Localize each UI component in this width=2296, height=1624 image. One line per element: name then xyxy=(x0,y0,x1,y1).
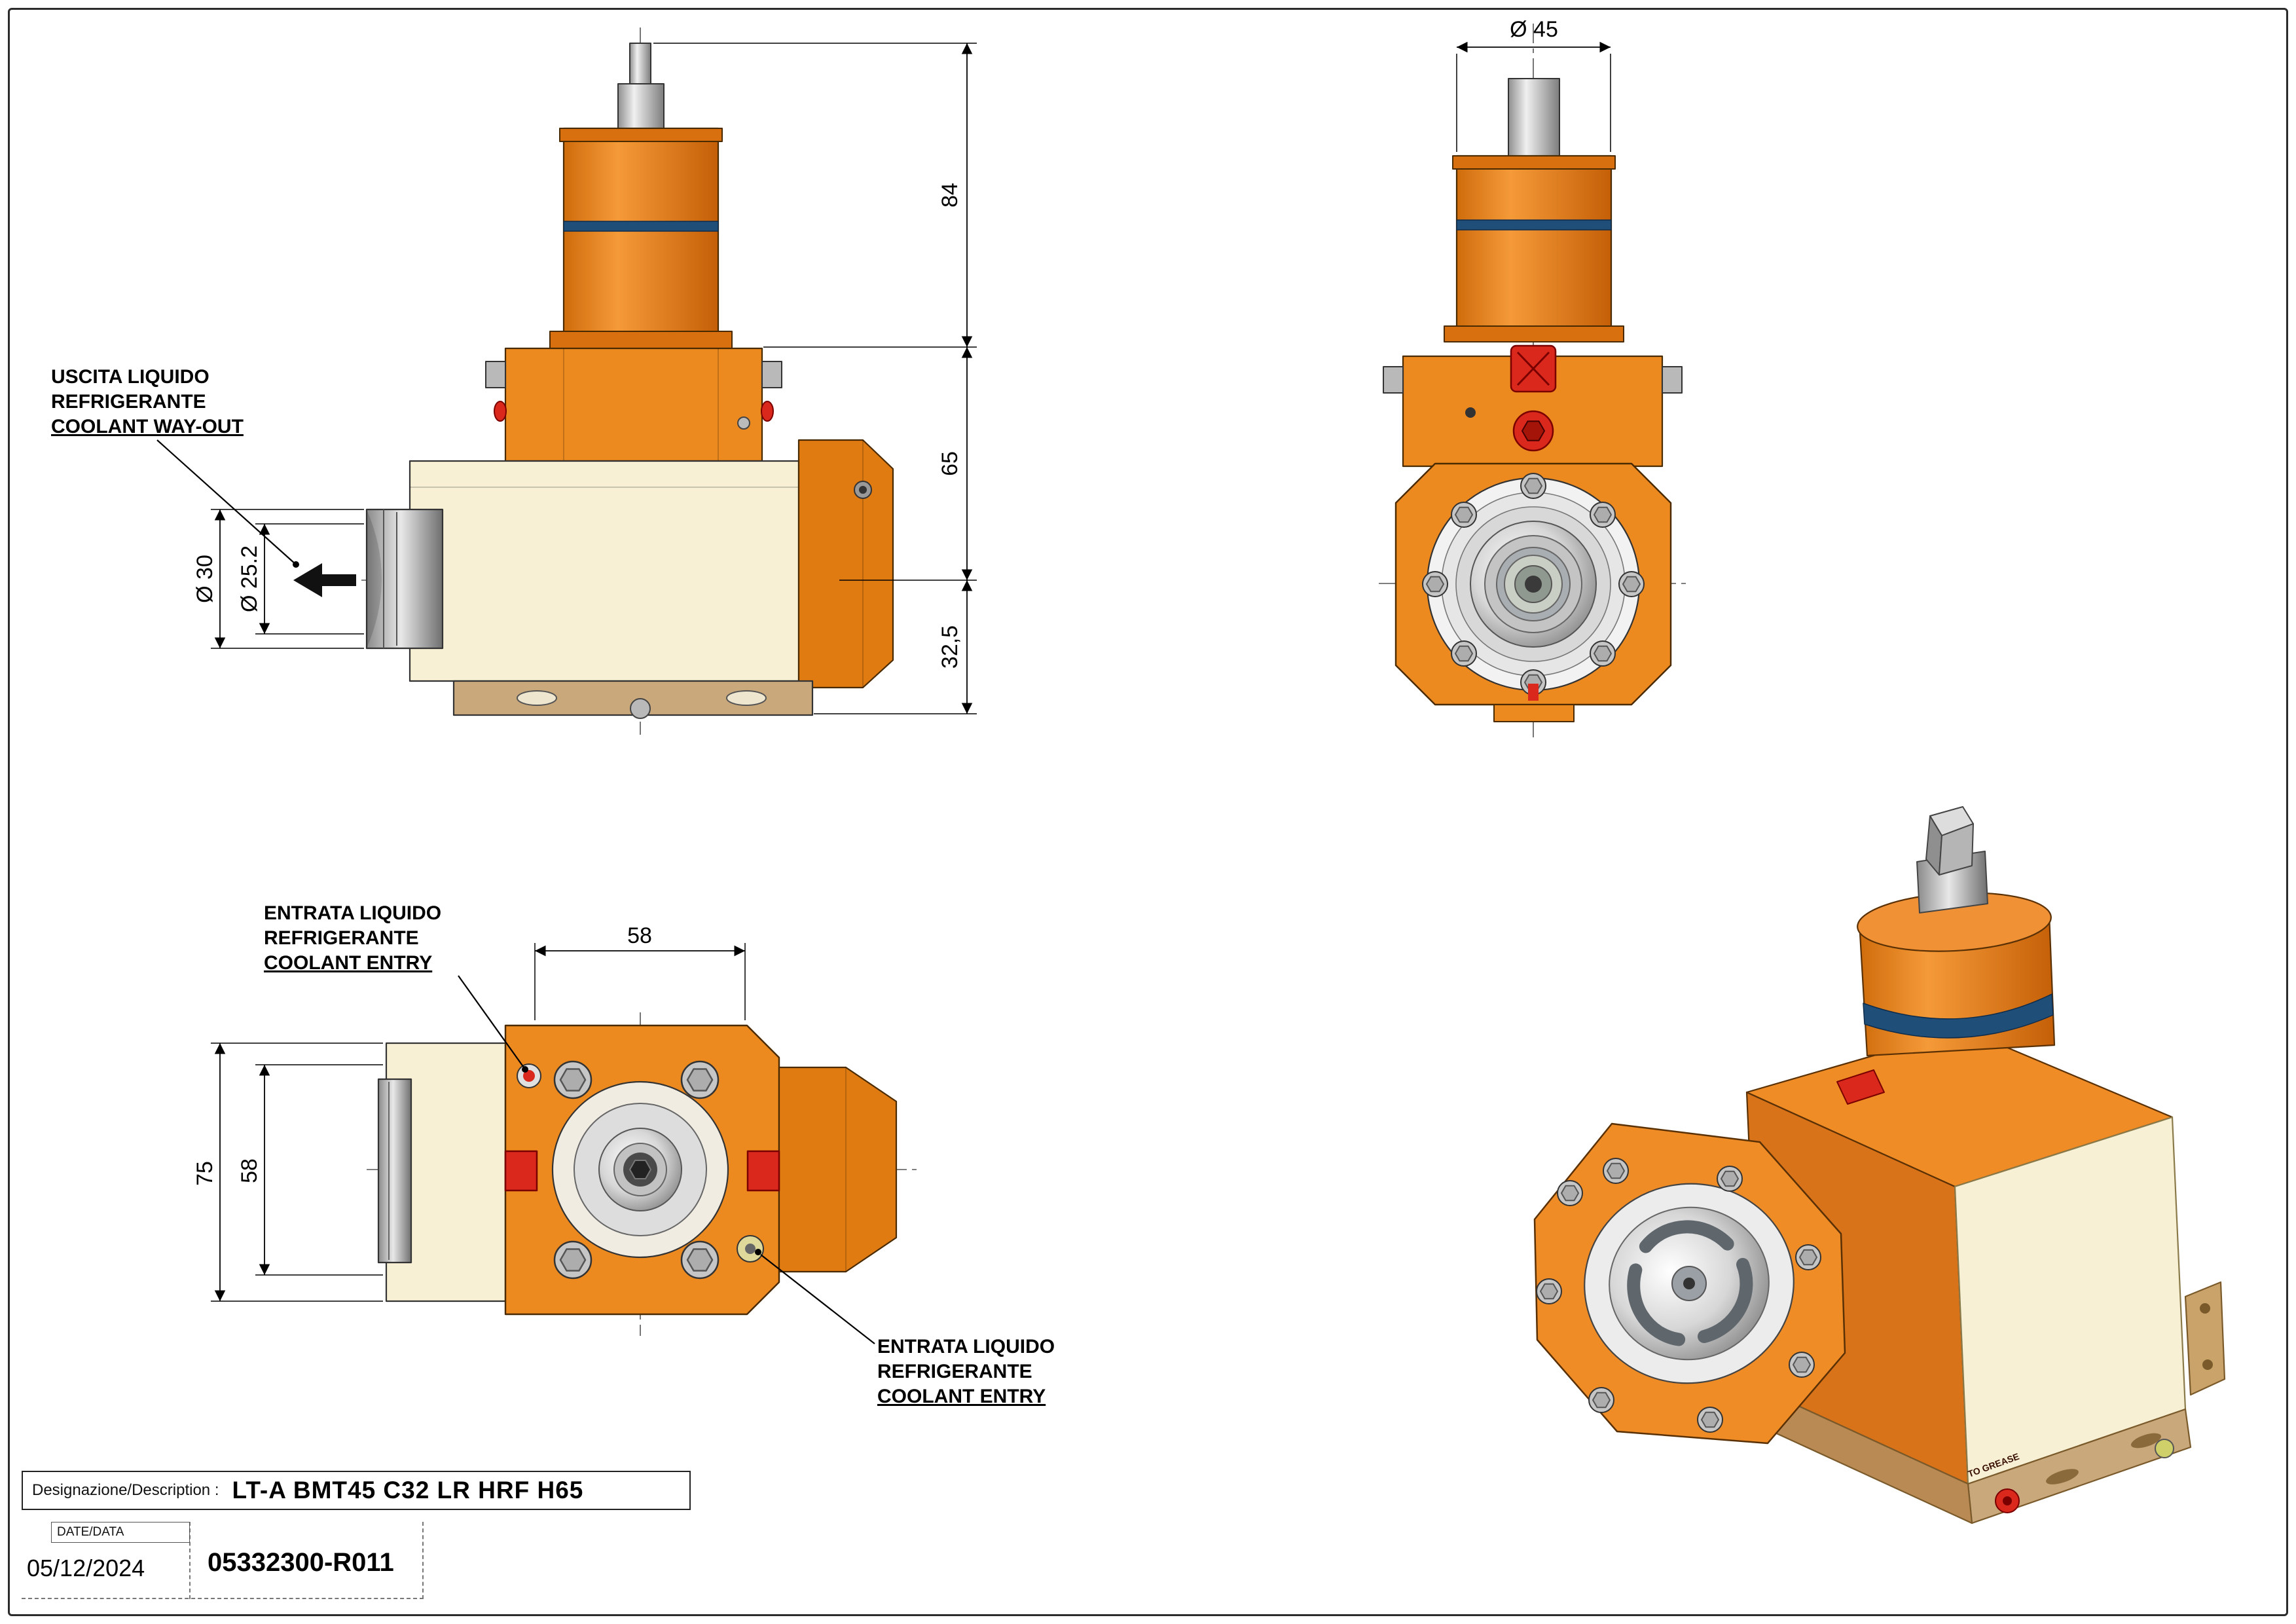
red-plug-left xyxy=(494,401,507,422)
front-dimensions-right: 84 65 32,5 xyxy=(653,43,977,714)
front-view: 84 65 32,5 Ø 30 Ø 25.2 USCITA LIQUIDO RE… xyxy=(51,28,977,735)
drawing-number-cell: 05332300-R011 xyxy=(191,1522,424,1599)
red-port-right xyxy=(746,1150,780,1192)
side-spindle-shaft xyxy=(1508,78,1560,157)
spindle-shaft xyxy=(617,43,665,134)
bottom-view: 58 75 58 ENTRATA LIQUIDO REFRIGERANTE CO… xyxy=(192,902,1055,1407)
side-blue-seal-ring xyxy=(1456,219,1612,231)
iso-spindle-tip xyxy=(1916,806,1988,913)
designation-label: Designazione/Description : xyxy=(32,1481,219,1499)
coolant-entry-top-leader xyxy=(458,975,524,1068)
date-cell: DATE/DATA 05/12/2024 xyxy=(22,1522,191,1599)
designation-value: LT-A BMT45 C32 LR HRF H65 xyxy=(232,1477,584,1504)
side-dimension-dia45: Ø 45 xyxy=(1456,17,1611,152)
gear-housing-block xyxy=(485,347,782,462)
bottom-right-housing xyxy=(778,1066,898,1273)
iso-red-clamp xyxy=(1836,1069,1885,1105)
coolant-entry-bottom-line3: COOLANT ENTRY xyxy=(877,1386,1046,1407)
dim-dia30: Ø 30 xyxy=(192,555,217,603)
iso-blue-seal-ring xyxy=(1863,993,2054,1039)
coolant-entry-bottom-leader xyxy=(760,1254,875,1344)
iso-slot-hole-2 xyxy=(2131,1433,2161,1449)
side-gear-housing xyxy=(1383,344,1683,468)
coolant-entry-top-line2: REFRIGERANTE xyxy=(264,927,419,949)
coolant-out-label: USCITA LIQUIDO REFRIGERANTE COOLANT WAY-… xyxy=(51,366,299,568)
bottom-dimensions-left: 75 58 xyxy=(192,1043,383,1302)
dim-65: 65 xyxy=(938,451,962,476)
dim-58v: 58 xyxy=(237,1158,262,1183)
spindle-body xyxy=(409,460,800,682)
side-screw-left xyxy=(485,361,506,388)
coolant-entry-label-top: ENTRATA LIQUIDO REFRIGERANTE COOLANT ENT… xyxy=(264,902,528,1073)
red-hex-plug xyxy=(1512,410,1554,452)
red-port-left xyxy=(504,1150,538,1192)
center-hex-socket xyxy=(629,1160,651,1179)
iso-flange xyxy=(1533,1122,1846,1445)
side-clamping-head xyxy=(1444,155,1624,342)
small-pin xyxy=(1465,407,1476,418)
dim-dia45: Ø 45 xyxy=(1510,17,1558,42)
dim-75: 75 xyxy=(192,1161,217,1186)
coolant-out-leader xyxy=(156,439,297,565)
dim-32-5: 32,5 xyxy=(938,625,962,669)
red-index-mark xyxy=(1528,684,1539,701)
bottom-coupling xyxy=(551,1080,729,1259)
front-dimensions-left: Ø 30 Ø 25.2 xyxy=(192,509,364,649)
coolant-entry-plug-bottom xyxy=(737,1235,764,1263)
title-block-designation: Designazione/Description : LT-A BMT45 C3… xyxy=(22,1471,691,1510)
dim-84: 84 xyxy=(938,183,962,208)
red-plug-right xyxy=(761,401,774,422)
coolant-out-port xyxy=(365,508,444,650)
blue-seal-ring xyxy=(563,221,719,232)
side-view: Ø 45 xyxy=(1379,17,1689,740)
bottom-tab xyxy=(1493,704,1575,722)
dim-58h: 58 xyxy=(627,923,652,948)
base-plate xyxy=(452,680,814,719)
coolant-entry-top-line3: COOLANT ENTRY xyxy=(264,952,432,974)
iso-yellow-plug xyxy=(2155,1439,2174,1458)
bottom-coolant-port xyxy=(377,1078,412,1264)
right-housing xyxy=(797,439,894,689)
coolant-out-line3: COOLANT WAY-OUT xyxy=(51,416,244,437)
drawing-number: 05332300-R011 xyxy=(208,1548,394,1577)
iso-slot-hole-1 xyxy=(2046,1469,2079,1485)
date-value: 05/12/2024 xyxy=(27,1555,145,1581)
bottom-dimension-58h: 58 xyxy=(534,923,746,1020)
coolant-flow-arrow xyxy=(293,563,356,597)
iso-view: TO GREASE xyxy=(1533,806,2226,1524)
coolant-entry-label-bottom: ENTRATA LIQUIDO REFRIGERANTE COOLANT ENT… xyxy=(755,1249,1055,1407)
clamping-head xyxy=(549,127,733,349)
coolant-out-line1: USCITA LIQUIDO xyxy=(51,366,210,388)
coolant-entry-bottom-line2: REFRIGERANTE xyxy=(877,1361,1032,1382)
side-screw-right xyxy=(761,361,782,388)
dowel-pin xyxy=(737,416,750,430)
iso-side-tab xyxy=(2184,1281,2226,1396)
dim-dia25-2: Ø 25.2 xyxy=(237,545,262,612)
title-block-lower: DATE/DATA 05/12/2024 05332300-R011 xyxy=(22,1522,424,1599)
iso-grease-nipple xyxy=(1995,1488,2020,1513)
side-flange xyxy=(1394,462,1672,706)
coolant-out-line2: REFRIGERANTE xyxy=(51,391,206,413)
coolant-entry-top-line1: ENTRATA LIQUIDO xyxy=(264,902,441,924)
coolant-entry-plug-top xyxy=(517,1063,541,1088)
date-label: DATE/DATA xyxy=(51,1522,190,1543)
coolant-entry-bottom-line1: ENTRATA LIQUIDO xyxy=(877,1336,1055,1357)
iso-clamping-head xyxy=(1857,892,2056,1057)
